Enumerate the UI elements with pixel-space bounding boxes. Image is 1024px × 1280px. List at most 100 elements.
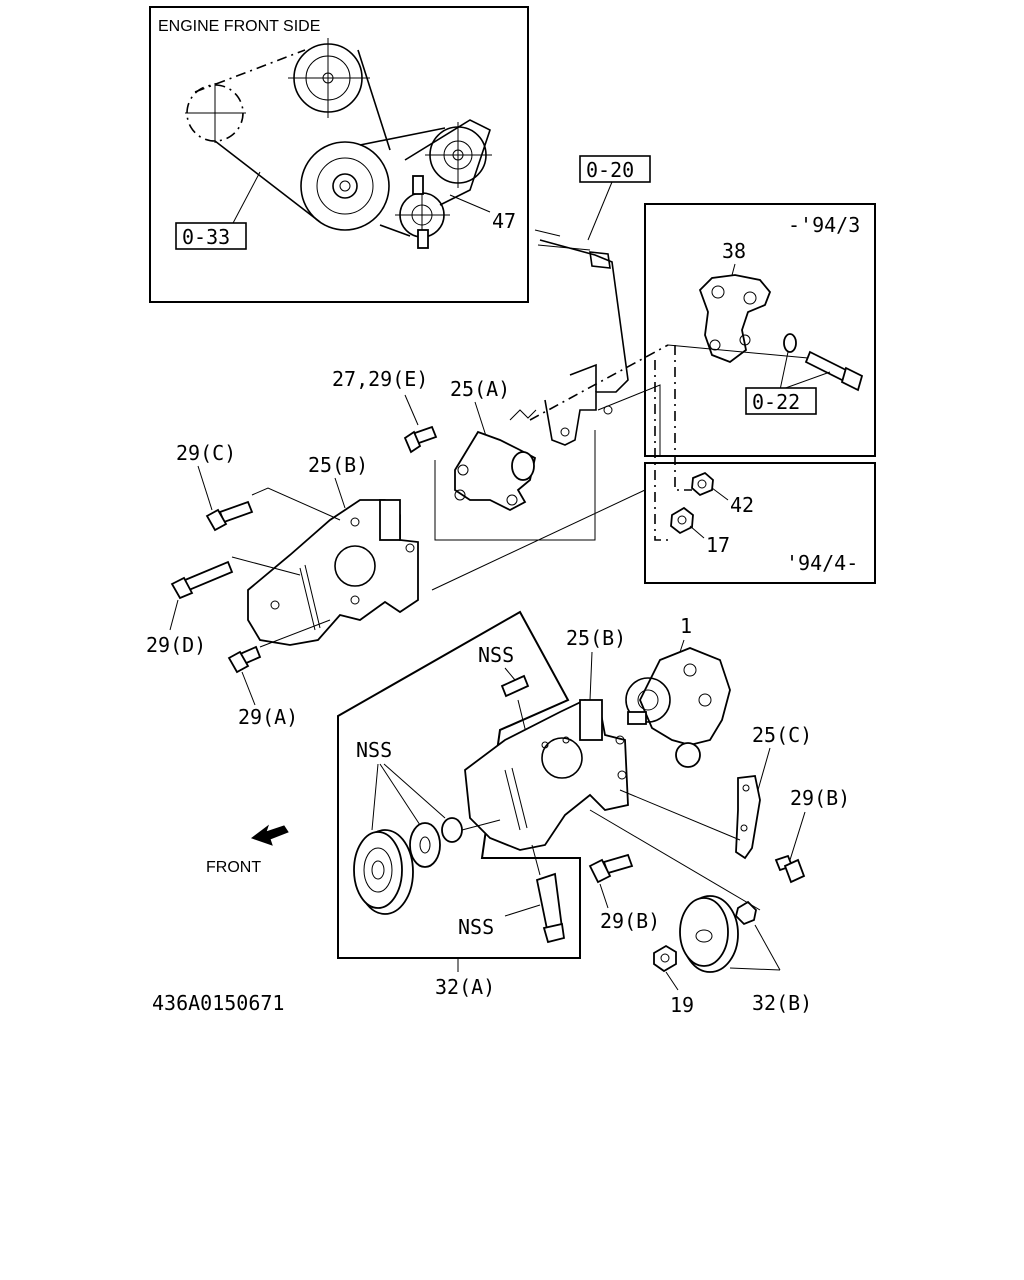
bracket-lower-slot	[504, 767, 528, 831]
bolt-head	[840, 366, 864, 392]
callout-17: 17	[706, 533, 730, 557]
idler-pulley-left	[185, 83, 246, 143]
callout-38: 38	[722, 239, 746, 263]
bolt-29d-head	[170, 576, 194, 600]
ref-0-33: 0-33	[182, 225, 230, 249]
centerline-bracket	[529, 344, 669, 421]
ref-box-0-33	[175, 222, 247, 250]
bolt-29e-head	[403, 430, 422, 454]
callout-29b-lower: 29(B)	[600, 909, 660, 933]
timing-cover-outline	[539, 239, 629, 446]
nut-19	[653, 944, 677, 973]
front-label: FRONT	[206, 859, 261, 876]
callout-29d: 29(D)	[146, 633, 206, 657]
callout-32b: 32(B)	[752, 991, 812, 1015]
drawing-number: 436A0150671	[152, 991, 284, 1015]
bolt-29c	[218, 500, 254, 524]
callout-25b-upper: 25(B)	[308, 453, 368, 477]
bracket-25b-lower	[464, 698, 629, 851]
bolt-29b-right-head	[783, 858, 806, 884]
belt-dashed-top	[194, 49, 306, 93]
pump-shaft	[627, 711, 647, 725]
centerline-17	[654, 360, 670, 541]
bolt-29b-lower-head	[588, 858, 612, 884]
bolt-29a-head	[227, 650, 250, 674]
callout-nss-top: NSS	[478, 643, 514, 667]
spacer-collar	[441, 817, 463, 843]
callout-25a: 25(A)	[450, 377, 510, 401]
nut-32b	[735, 900, 757, 926]
bolt-29c-head	[205, 508, 228, 532]
bracket-25a	[454, 430, 537, 512]
callout-29a: 29(A)	[238, 705, 298, 729]
belt-segment	[357, 49, 391, 151]
belt-segment-3	[359, 127, 446, 146]
inset-engine-front-side: ENGINE FRONT SIDE	[149, 6, 529, 303]
inset-frame	[149, 6, 529, 303]
axis-32b	[589, 809, 761, 911]
bracket-25b-boss	[379, 499, 401, 541]
ref-0-22: 0-22	[752, 390, 800, 414]
crankshaft-pulley-top	[288, 38, 370, 118]
break-mark	[509, 409, 537, 421]
inset-title: ENGINE FRONT SIDE	[158, 18, 320, 35]
variant-early-label: -'94/3	[788, 213, 860, 237]
timing-cover-group: 0-20	[534, 155, 651, 446]
ref-box-0-22	[745, 387, 817, 415]
leader-25c	[619, 789, 741, 841]
bracket-lower-boss	[579, 699, 603, 741]
tensioner-bolt	[412, 175, 424, 195]
variant-box-early: -'94/3 38 0-22	[644, 203, 876, 457]
ref-0-20: 0-20	[586, 158, 634, 182]
bracket-25a-boss	[511, 451, 535, 481]
callout-1: 1	[680, 614, 692, 638]
lower-pump-assembly: 32(A) NSS 25(B) 1 NSS	[337, 610, 850, 1017]
bracket-25c	[735, 775, 761, 860]
leader-frame-2	[597, 384, 661, 455]
leader-29c	[251, 487, 341, 521]
callout-nss-bottom: NSS	[458, 915, 494, 939]
main-pulley	[300, 141, 390, 231]
callout-nss-left: NSS	[356, 738, 392, 762]
front-indicator: FRONT	[206, 824, 289, 876]
kit-frame-32a	[337, 610, 581, 959]
belt-segment-2	[214, 140, 321, 223]
callout-19: 19	[670, 993, 694, 1017]
nut-17	[670, 506, 694, 535]
variant-box-late: '94/4- 42 17	[644, 462, 876, 584]
leader-frame-upper	[434, 430, 596, 541]
leader-line-3	[431, 489, 646, 591]
callout-29c: 29(C)	[176, 441, 236, 465]
timing-cover-edge	[534, 229, 591, 251]
front-arrow-icon	[250, 824, 289, 846]
variant-late-label: '94/4-	[786, 551, 858, 575]
bolt-29b-lower	[602, 853, 634, 875]
pulley-32a	[353, 829, 414, 915]
bracket-25b-bore	[334, 545, 376, 587]
bolt-nss-bottom-head	[542, 922, 566, 944]
callout-32a: 32(A)	[435, 975, 495, 999]
spacer-disc	[409, 822, 441, 868]
bracket-25b-slot	[299, 564, 321, 631]
pulley-32b	[679, 895, 739, 973]
ref-box-0-20	[579, 155, 651, 183]
variant-early-frame	[644, 203, 876, 457]
callout-42: 42	[730, 493, 754, 517]
timing-cover-detail	[569, 363, 597, 392]
callout-29b-right: 29(B)	[790, 786, 850, 810]
belt-segment-4	[379, 224, 411, 237]
bolt-nss-top	[500, 674, 530, 698]
upper-bracket-assembly: 27,29(E) 25(A) 25(B) 29(C)	[146, 367, 537, 729]
nut-42	[691, 471, 714, 497]
callout-25b-lower: 25(B)	[566, 626, 626, 650]
callout-47: 47	[492, 209, 516, 233]
washer	[783, 333, 797, 353]
pump-fitting	[675, 742, 701, 768]
bolt-29d	[183, 560, 234, 592]
callout-27-29e: 27,29(E)	[332, 367, 428, 391]
callout-25c: 25(C)	[752, 723, 812, 747]
pump-front-face	[625, 677, 671, 723]
bracket-lower-bore	[541, 737, 583, 779]
tensioner-spring	[417, 229, 429, 249]
power-steering-pump	[639, 647, 731, 746]
